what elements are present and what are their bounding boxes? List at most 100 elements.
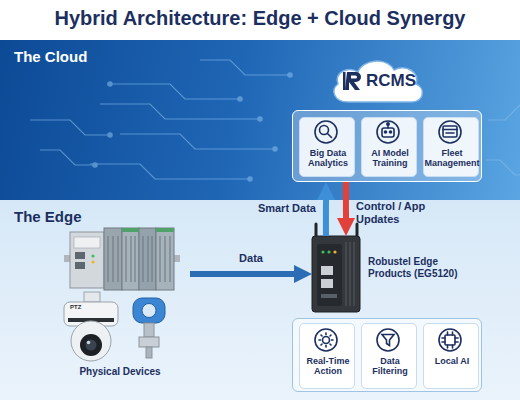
- edge-icons-part: [442, 341, 445, 343]
- capability-label: Data Filtering: [362, 356, 418, 377]
- pressure-transmitter-illustration-part: [144, 323, 154, 337]
- physical-devices-group: Physical Devices: [50, 222, 190, 382]
- status-led: [321, 250, 324, 253]
- plc-illustration-part: [122, 228, 139, 290]
- rcms-cloud: RCMS: [328, 58, 428, 104]
- art-part-part: [135, 236, 136, 282]
- ethernet-port: [321, 266, 333, 275]
- service-icons-part: [315, 121, 337, 143]
- circuit-lines-part: [108, 82, 112, 86]
- plc-illustration-part: [91, 260, 94, 263]
- service-icons-part: [320, 126, 329, 135]
- edge-icons-part: [377, 329, 399, 351]
- function-tile: Data Filtering: [361, 323, 417, 389]
- edge-icons-part: [321, 335, 322, 336]
- art-part-part: [148, 236, 149, 282]
- gateway-front: [317, 244, 342, 306]
- plc-illustration-part: [139, 228, 156, 290]
- art-part: [108, 236, 170, 282]
- ptz-camera-illustration-part: [68, 318, 114, 322]
- flow-arrow: [343, 182, 349, 220]
- plc-illustration-part: [104, 228, 122, 290]
- status-led: [327, 250, 330, 253]
- rcms-logo: [343, 72, 361, 90]
- pressure-transmitter-illustration-part: [133, 298, 165, 323]
- status-led: [333, 250, 336, 253]
- art-part-part: [160, 236, 161, 282]
- edge-icons-part: [439, 329, 461, 351]
- gateway-body: [312, 236, 360, 312]
- capability-label: Fleet Management: [424, 148, 480, 169]
- band-title: The Cloud: [14, 48, 134, 65]
- flow-arrow: [323, 198, 329, 236]
- edge-icons-part: [452, 345, 454, 348]
- service-icons-part: [385, 131, 387, 133]
- service-icons-part: [443, 126, 457, 137]
- service-tile: Fleet Management: [423, 117, 479, 177]
- ptz-camera-illustration: [64, 292, 118, 361]
- plc-illustration-part: [122, 228, 139, 232]
- edge-icons-part: [445, 335, 455, 345]
- circuit-lines-part: [93, 163, 97, 167]
- circuit-lines-part: [200, 60, 290, 75]
- ptz-camera-illustration-part: [71, 321, 111, 361]
- plc-illustration-part: [156, 228, 174, 290]
- cloud-band: The CloudRCMSBig Data AnalyticsAI Model …: [0, 40, 520, 200]
- circuit-lines-part: [90, 164, 250, 179]
- circuit-lines-part: [258, 117, 262, 121]
- circuit-lines-part: [488, 105, 520, 120]
- plc-illustration-part: [91, 254, 94, 257]
- edge-icons-part: [330, 335, 331, 336]
- router-shape: [312, 236, 360, 312]
- sim-slot: [321, 294, 337, 298]
- capability-label: Local AI: [424, 356, 480, 366]
- circuit-lines-part: [248, 177, 252, 181]
- art-part-part: [118, 236, 119, 282]
- plc-illustration-part: [156, 228, 174, 232]
- edge-band: The EdgePhysical Devices Robustel Edge Pr…: [0, 200, 520, 400]
- art-part-part: [126, 236, 127, 282]
- edge-icons-part: [382, 335, 394, 346]
- pressure-transmitter-illustration-part: [139, 337, 159, 347]
- platform-name: RCMS: [366, 71, 426, 91]
- heatsink-rib: [345, 242, 347, 306]
- art-part-part: [152, 236, 153, 282]
- band-title: The Edge: [14, 208, 134, 225]
- edge-icons: [315, 329, 461, 351]
- ethernet-port: [321, 279, 333, 288]
- ptz-camera-illustration-part: [84, 292, 100, 302]
- circuit-lines-part: [110, 84, 240, 99]
- edge-icons-part: [332, 339, 334, 341]
- plc-illustration-part: [75, 252, 85, 259]
- heatsink-rib: [349, 242, 351, 306]
- flow-arrow: [190, 271, 296, 277]
- circuit-lines-part: [120, 134, 275, 149]
- edge-icons-part: [442, 337, 445, 339]
- edge-icons-part: [330, 344, 331, 345]
- function-tile: Real-Time Action: [299, 323, 355, 389]
- service-icons-part: [443, 129, 457, 131]
- plc-illustration-part: [74, 237, 100, 248]
- art-part-part: [165, 236, 166, 282]
- circuit-lines-part: [486, 160, 520, 175]
- capability-label: Real-Time Action: [300, 356, 356, 377]
- edge-icons-part: [325, 346, 327, 348]
- art-part-part: [131, 236, 132, 282]
- ptz-camera-illustration-part: [87, 341, 91, 345]
- service-tile: Big Data Analytics: [299, 117, 355, 177]
- art-part-part: [113, 236, 114, 282]
- service-icons-part: [387, 123, 389, 125]
- edge-gateway: Robustel Edge Products (EG5120): [312, 236, 360, 312]
- service-icons-part: [328, 134, 332, 138]
- edge-icons-part: [315, 329, 337, 351]
- plc-illustration-part: [75, 262, 85, 269]
- edge-icons-part: [323, 337, 330, 344]
- capability-label: Big Data Analytics: [300, 148, 356, 169]
- rcms-logo-part: [345, 72, 361, 90]
- edge-icons-part: [447, 345, 449, 348]
- edge-function-panel: Real-Time Action Data Filtering Local AI: [292, 318, 482, 392]
- ptz-camera-illustration-part: [80, 334, 102, 356]
- art-part-part: [108, 236, 109, 282]
- edge-icons-part: [455, 337, 458, 339]
